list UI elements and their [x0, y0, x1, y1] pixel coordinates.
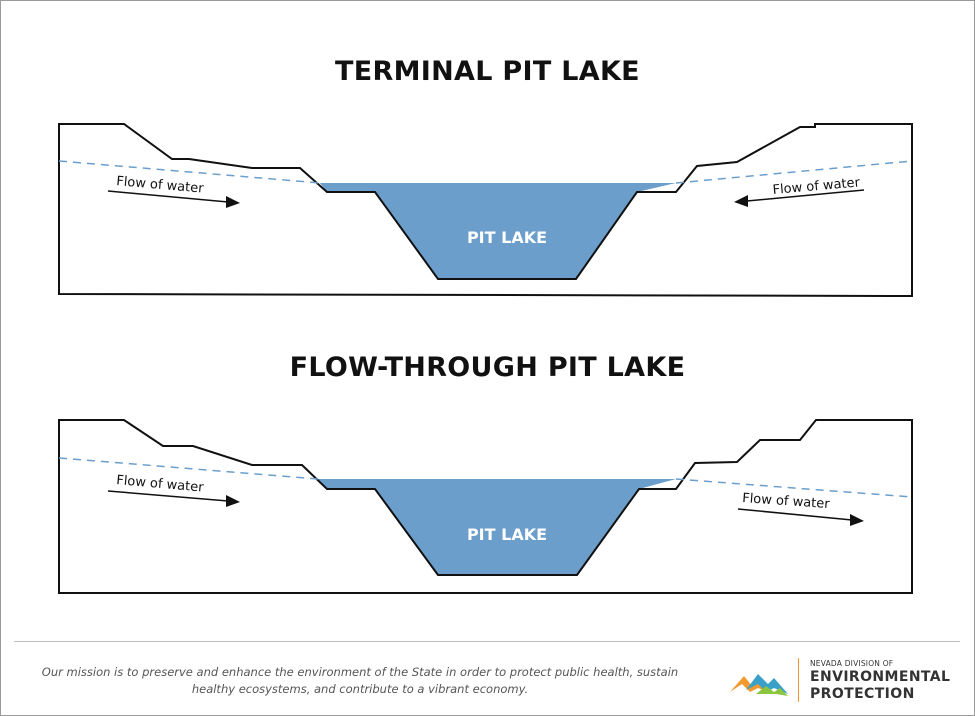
logo-separator: [798, 658, 799, 702]
flow-arrow-right: [746, 189, 865, 202]
flow-arrow-left: [107, 190, 229, 203]
pit-lake-water: [318, 479, 676, 575]
flow-arrowhead-right: [850, 514, 864, 526]
footer-divider: [14, 641, 960, 642]
terminal-pit-lake-title: TERMINAL PIT LAKE: [335, 56, 640, 87]
logo-text-line2: ENVIRONMENTAL: [810, 669, 951, 685]
flow-arrowhead-left: [226, 196, 240, 208]
terminal-pit-lake-diagram: Flow of water Flow of water PIT LAKE: [58, 123, 913, 298]
pit-lake-label: PIT LAKE: [467, 228, 547, 247]
flow-through-pit-lake-title: FLOW-THROUGH PIT LAKE: [289, 352, 686, 383]
ground-outline: [58, 419, 913, 594]
ndep-logo: NEVADA DIVISION OF ENVIRONMENTAL PROTECT…: [728, 656, 958, 704]
flow-arrowhead-left: [226, 495, 240, 507]
flow-arrow-left: [107, 490, 229, 502]
flow-label-right: Flow of water: [742, 491, 831, 512]
ground-outline: [58, 123, 913, 298]
logo-text-line3: PROTECTION: [810, 686, 915, 702]
flow-through-pit-lake-diagram: Flow of water Flow of water PIT LAKE: [58, 419, 913, 594]
pit-lake-label: PIT LAKE: [467, 525, 547, 544]
water-table-right: [675, 478, 913, 498]
mission-statement: Our mission is to preserve and enhance t…: [41, 665, 679, 696]
mountains-icon: [730, 674, 788, 696]
water-table-left: [58, 160, 321, 184]
water-table-right: [675, 160, 913, 184]
pit-lake-water: [320, 183, 676, 279]
logo-text-line1: NEVADA DIVISION OF: [810, 659, 894, 668]
water-table-left: [58, 457, 319, 480]
flow-arrow-right: [737, 508, 853, 521]
flow-arrowhead-right: [734, 195, 748, 207]
